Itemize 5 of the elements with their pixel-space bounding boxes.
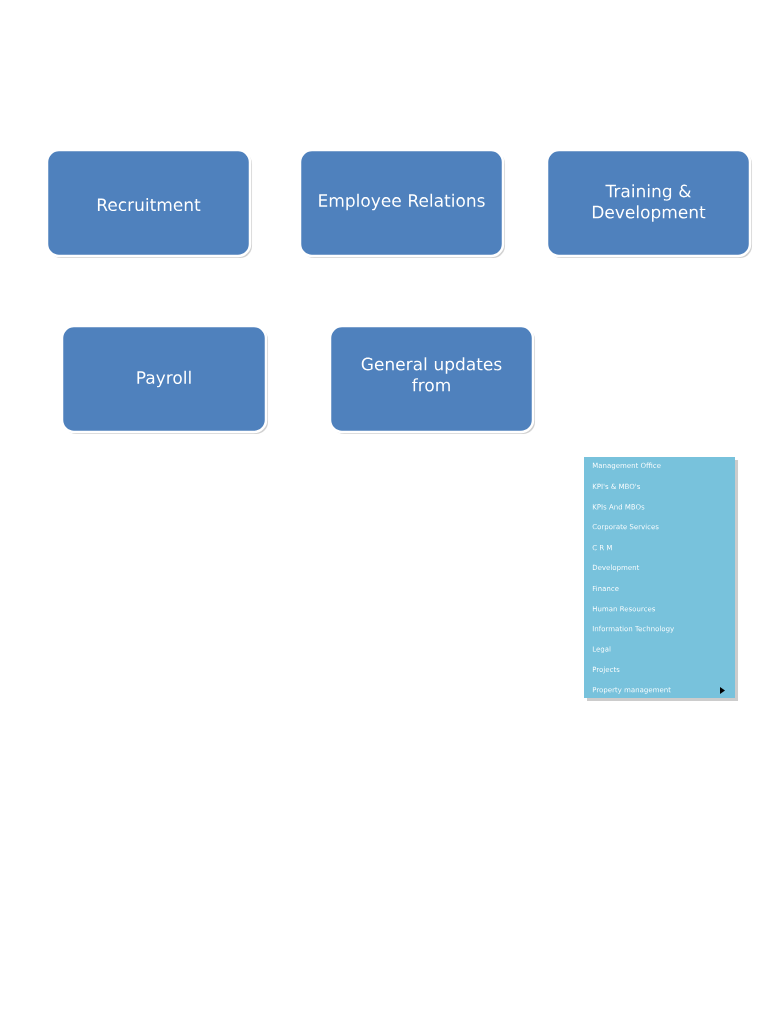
rounded-box: Payroll xyxy=(60,324,268,434)
rounded-box: Training & Development xyxy=(545,148,752,258)
rounded-box: Recruitment xyxy=(45,148,252,258)
rounded-box: General updates from xyxy=(328,324,535,434)
rounded-box: Employee Relations xyxy=(298,148,505,258)
